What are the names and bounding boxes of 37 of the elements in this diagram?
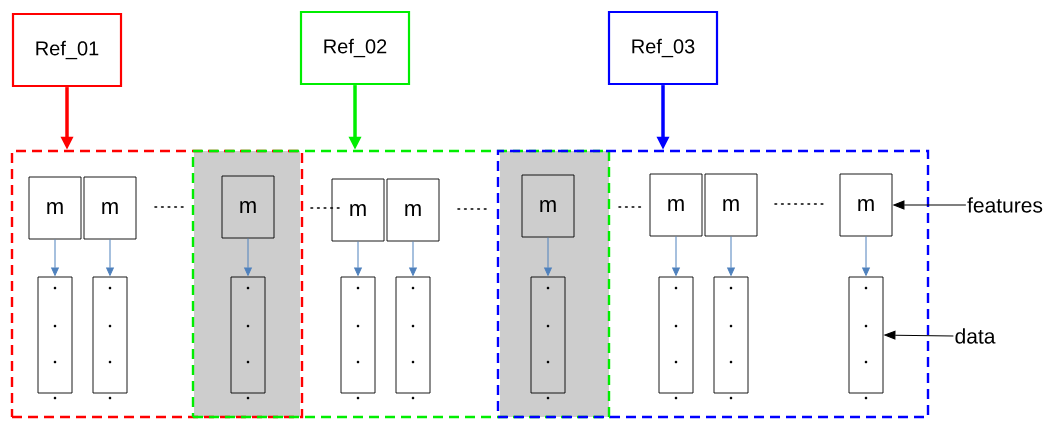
reference-box: Ref_02 [299,10,411,86]
arrow [672,235,680,276]
data-column [92,276,128,400]
feature-box: m [83,176,137,240]
feature-box: m [221,175,275,239]
side-label: features [967,197,1043,213]
feature-box: m [331,178,385,242]
data-column [658,276,694,400]
data-column [848,276,884,400]
side-label: data [955,328,996,344]
dashed-region [496,149,930,419]
arrow [106,238,114,276]
arrow [51,238,59,276]
feature-box: m [704,173,758,237]
reference-box: Ref_01 [11,12,123,88]
dashed-region [191,149,611,419]
arrow [862,235,870,276]
feature-box: m [386,178,440,242]
reference-box: Ref_03 [607,10,719,86]
arrow [354,240,362,276]
arrow [244,237,252,276]
data-column [395,276,431,400]
feature-box: m [28,176,82,240]
data-column [713,276,749,400]
feature-box: m [649,173,703,237]
arrow [544,236,552,276]
dashed-region [10,149,304,419]
arrow [884,330,954,340]
arrow [409,240,417,276]
data-column [530,276,566,400]
arrow [727,235,735,276]
arrow [893,200,967,210]
data-column [230,276,266,400]
feature-box: m [521,174,575,238]
data-column [340,276,376,400]
feature-box: m [839,173,893,237]
data-column [37,276,73,400]
